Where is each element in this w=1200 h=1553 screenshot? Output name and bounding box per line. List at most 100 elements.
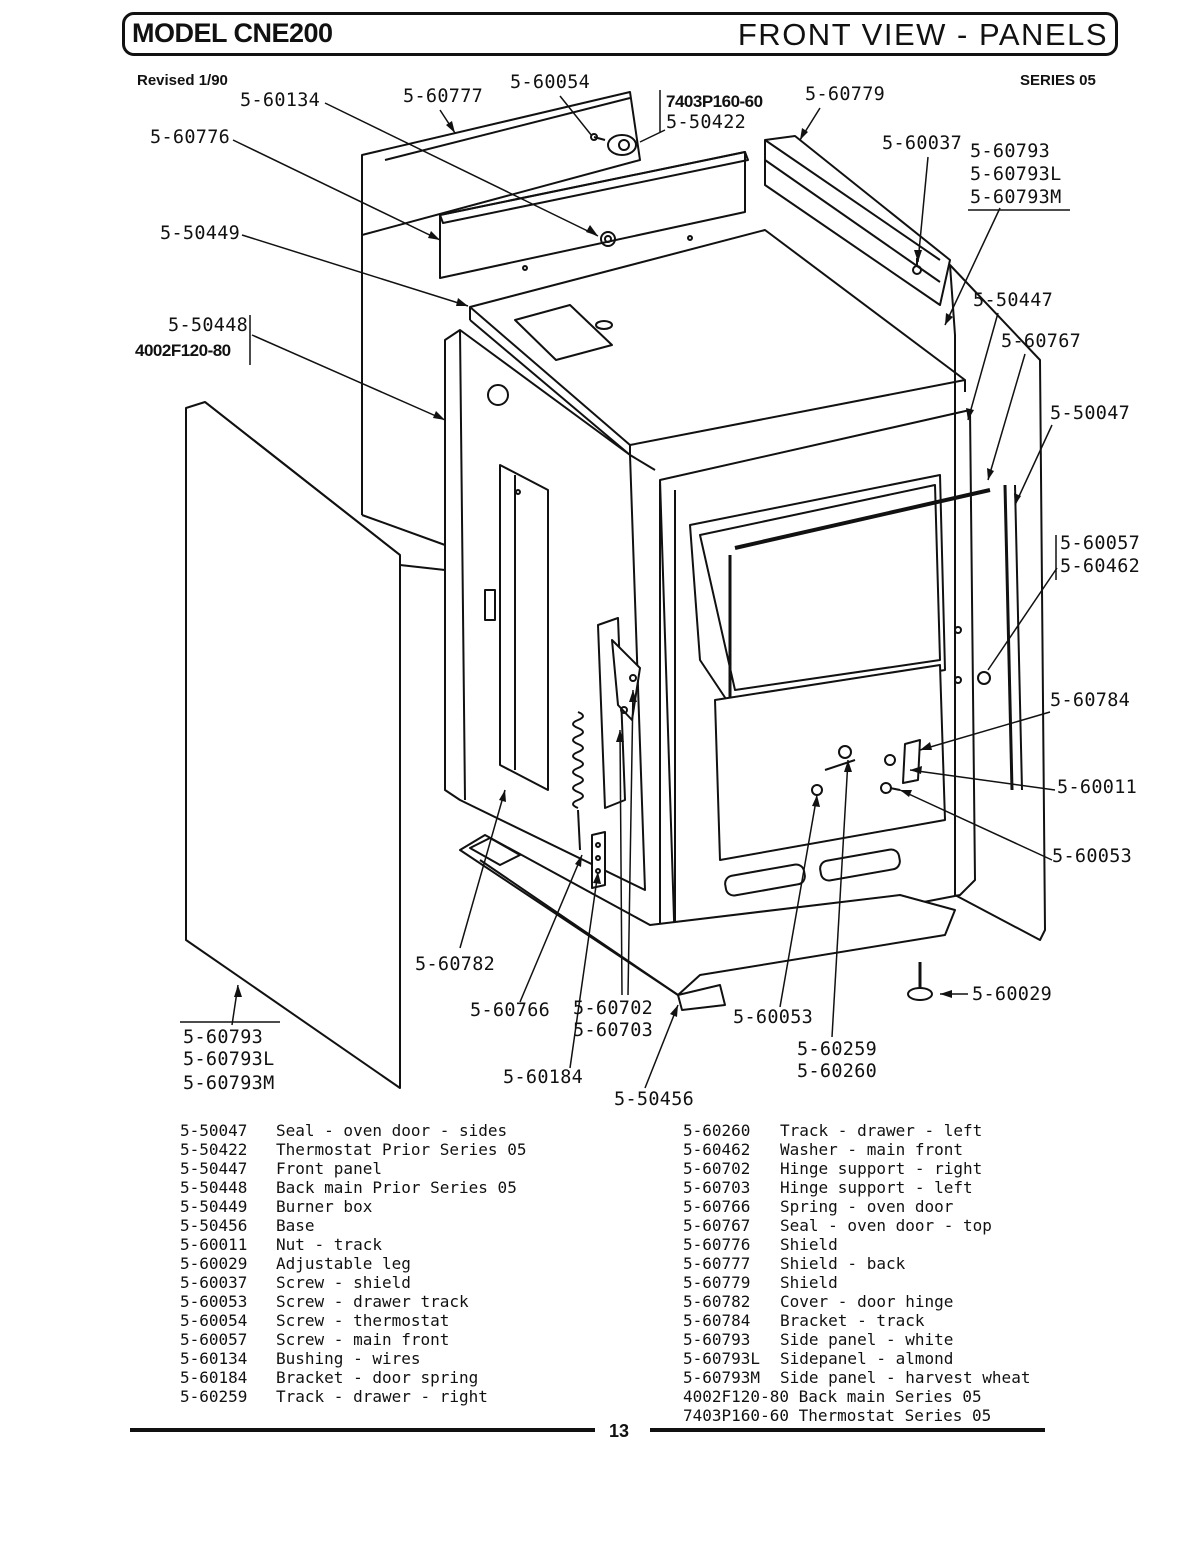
hinge-support-part	[597, 617, 641, 809]
callout-5-60782: 5-60782	[415, 954, 496, 975]
footer-rule-left	[130, 1428, 595, 1432]
legend-row: 5-60053 Screw - drawer track	[180, 1292, 526, 1311]
legend-description: Washer - main front	[780, 1140, 964, 1159]
callout-5-60793L-bottom: 5-60793L	[183, 1049, 275, 1070]
series-note: SERIES 05	[1020, 72, 1096, 89]
legend-part-number: 5-60767	[683, 1216, 751, 1235]
legend-part-number: 5-60703	[683, 1178, 751, 1197]
callout-5-60793L-top: 5-60793L	[970, 164, 1062, 185]
legend-description: Front panel	[276, 1159, 382, 1178]
legend-description: Track - drawer - right	[276, 1387, 488, 1406]
legend-part-number: 5-60053	[180, 1292, 248, 1311]
legend-part-number: 5-60134	[180, 1349, 248, 1368]
legend-part-number: 5-60057	[180, 1330, 248, 1349]
legend-description: Thermostat Prior Series 05	[276, 1140, 527, 1159]
callout-5-60784: 5-60784	[1050, 690, 1131, 711]
revised-note: Revised 1/90	[137, 72, 228, 89]
legend-part-number: 5-60054	[180, 1311, 248, 1330]
legend-description: Side panel - harvest wheat	[780, 1368, 1031, 1387]
callout-5-60703: 5-60703	[573, 1020, 654, 1041]
callout-5-60011: 5-60011	[1057, 777, 1138, 798]
header-frame	[122, 12, 1118, 56]
callout-5-60057: 5-60057	[1060, 533, 1141, 554]
callout-5-50047: 5-50047	[1050, 403, 1131, 424]
legend-part-number: 5-60766	[683, 1197, 751, 1216]
callout-5-60260: 5-60260	[797, 1061, 878, 1082]
shield-5-60776-part	[439, 151, 749, 279]
callout-4002F120-80: 4002F120-80	[135, 341, 231, 360]
callout-5-60037: 5-60037	[882, 133, 963, 154]
callout-5-50422: 5-50422	[666, 112, 747, 133]
callout-5-60766: 5-60766	[470, 1000, 551, 1021]
legend-part-number: 5-60777	[683, 1254, 751, 1273]
callout-5-60053-right: 5-60053	[1052, 846, 1133, 867]
legend-part-number: 5-50447	[180, 1159, 248, 1178]
legend-part-number: 5-60793M	[683, 1368, 761, 1387]
legend-part-number: 5-60011	[180, 1235, 248, 1254]
spring-bracket-part	[591, 831, 606, 889]
legend-row: 5-60184 Bracket - door spring	[180, 1368, 526, 1387]
legend-description: Shield	[780, 1273, 838, 1292]
legend-part-number: 5-50422	[180, 1140, 248, 1159]
legend-description: Screw - drawer track	[276, 1292, 469, 1311]
model-title: MODEL CNE200	[132, 18, 333, 48]
callout-5-50447: 5-50447	[973, 290, 1054, 311]
legend-part-number: 5-60782	[683, 1292, 751, 1311]
legend-description: Shield - back	[780, 1254, 906, 1273]
legend-description: Sidepanel - almond	[780, 1349, 954, 1368]
legend-part-number: 5-60184	[180, 1368, 248, 1387]
legend-part-number: 7403P160-60	[683, 1406, 789, 1425]
legend-description: Back main Series 05	[798, 1387, 982, 1406]
legend-row: 5-60777 Shield - back	[683, 1254, 1030, 1273]
legend-part-number: 5-50456	[180, 1216, 248, 1235]
page-number: 13	[609, 1421, 630, 1441]
leader-arrows	[234, 121, 1021, 1017]
thermostat-part	[590, 133, 637, 156]
cabinet-body-part	[629, 264, 1046, 970]
callout-5-60053-bottom: 5-60053	[733, 1007, 814, 1028]
legend-part-number: 5-60793L	[683, 1349, 761, 1368]
legend-description: Adjustable leg	[276, 1254, 411, 1273]
footer-rule-right	[650, 1428, 1045, 1432]
callout-5-60767: 5-60767	[1001, 331, 1082, 352]
legend-description: Bracket - door spring	[276, 1368, 479, 1387]
legend-part-number: 5-50448	[180, 1178, 248, 1197]
legend-description: Side panel - white	[780, 1330, 954, 1349]
legend-description: Hinge support - left	[780, 1178, 973, 1197]
legend-row: 5-60029 Adjustable leg	[180, 1254, 526, 1273]
legend-description: Shield	[780, 1235, 838, 1254]
side-panel-part	[185, 401, 446, 1089]
adjustable-leg-part	[907, 962, 933, 1001]
legend-row: 5-50422 Thermostat Prior Series 05	[180, 1140, 526, 1159]
callout-5-50456: 5-50456	[614, 1089, 695, 1110]
door-spring-part	[572, 711, 584, 851]
leader-lines	[180, 90, 1070, 1089]
legend-description: Hinge support - right	[780, 1159, 983, 1178]
legend-row: 7403P160-60 Thermostat Series 05	[683, 1406, 1030, 1425]
legend-description: Seal - oven door - sides	[276, 1121, 508, 1140]
legend-part-number: 5-60029	[180, 1254, 248, 1273]
legend-row: 5-60793M Side panel - harvest wheat	[683, 1368, 1030, 1387]
legend-description: Base	[276, 1216, 315, 1235]
legend-part-number: 5-60462	[683, 1140, 751, 1159]
callout-5-60793-top: 5-60793	[970, 141, 1051, 162]
callout-5-60779: 5-60779	[805, 84, 886, 105]
callout-5-60702: 5-60702	[573, 998, 654, 1019]
legend-part-number: 5-60037	[180, 1273, 248, 1292]
legend-row: 5-60703 Hinge support - left	[683, 1178, 1030, 1197]
callout-5-60054: 5-60054	[510, 72, 591, 93]
